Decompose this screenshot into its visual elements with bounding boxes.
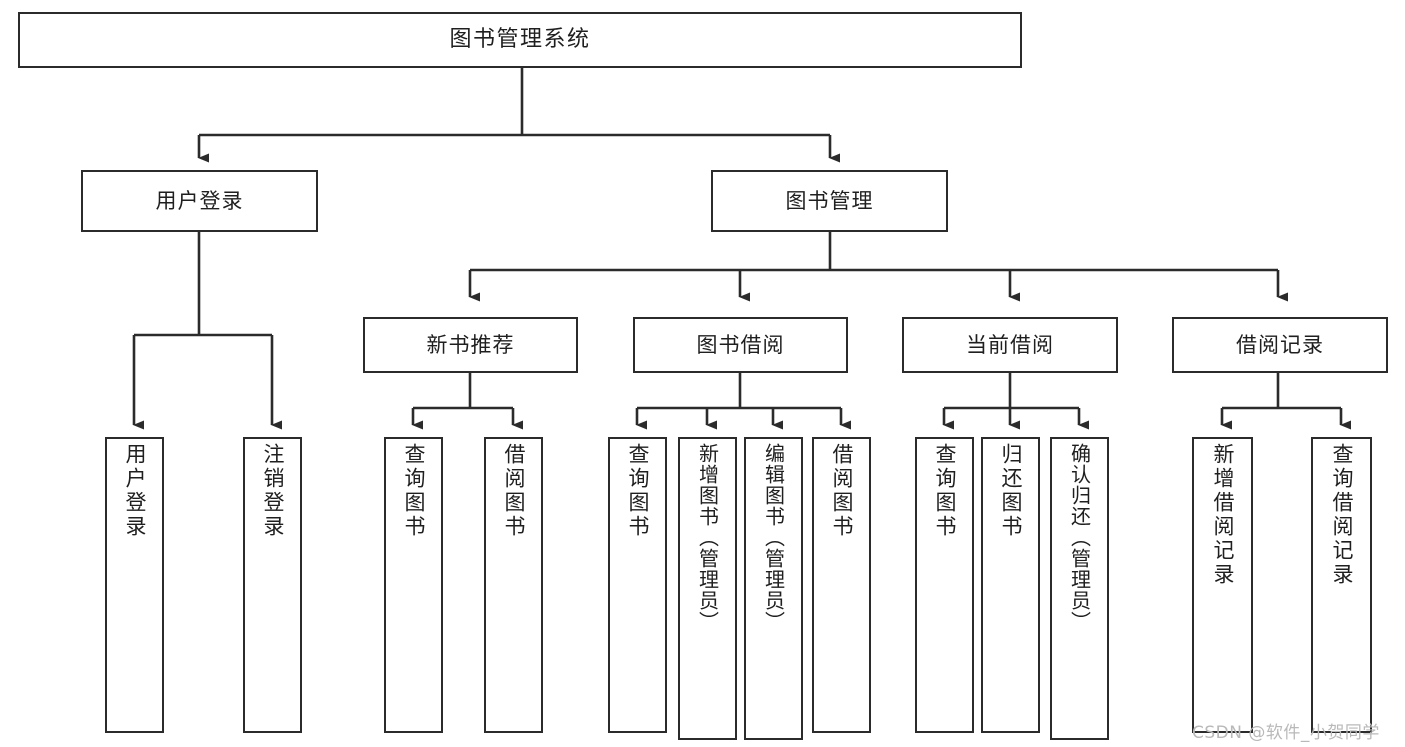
leaf-query-book-recommend[interactable]: 查询图书	[384, 437, 443, 733]
node-label: 新书推荐	[426, 332, 515, 357]
node-book-management-system[interactable]: 图书管理系统	[18, 12, 1022, 68]
leaf-edit-book-admin[interactable]: 编辑图书（管理员）	[744, 437, 803, 740]
leaf-query-book-borrow[interactable]: 查询图书	[608, 437, 667, 733]
leaf-add-book-admin[interactable]: 新增图书（管理员）	[678, 437, 737, 740]
node-book-borrow[interactable]: 图书借阅	[633, 317, 848, 373]
leaf-query-book-current[interactable]: 查询图书	[915, 437, 974, 733]
leaf-confirm-return-admin[interactable]: 确认归还（管理员）	[1050, 437, 1109, 740]
node-label: 图书借阅	[696, 332, 785, 357]
node-borrow-record[interactable]: 借阅记录	[1172, 317, 1388, 373]
node-label: 编辑图书（管理员）	[761, 443, 786, 632]
node-user-login[interactable]: 用户登录	[81, 170, 318, 232]
node-label: 归还图书	[999, 443, 1023, 539]
node-label: 当前借阅	[966, 332, 1054, 357]
node-label: 借阅图书	[830, 443, 854, 539]
node-label: 查询图书	[933, 443, 957, 539]
leaf-add-borrow-record[interactable]: 新增借阅记录	[1192, 437, 1253, 733]
node-book-management[interactable]: 图书管理	[711, 170, 948, 232]
node-label: 用户登录	[155, 188, 244, 213]
leaf-query-borrow-record[interactable]: 查询借阅记录	[1311, 437, 1372, 733]
node-label: 新增借阅记录	[1211, 443, 1235, 587]
leaf-logout-login[interactable]: 注销登录	[243, 437, 302, 733]
node-label: 查询图书	[402, 443, 426, 539]
leaf-borrow-book[interactable]: 借阅图书	[812, 437, 871, 733]
node-label: 图书管理	[785, 188, 874, 213]
node-label: 注销登录	[261, 443, 285, 539]
leaf-return-book[interactable]: 归还图书	[981, 437, 1040, 733]
node-current-borrow[interactable]: 当前借阅	[902, 317, 1118, 373]
csdn-watermark: CSDN @软件_小贺同学	[1192, 723, 1380, 743]
node-label: 确认归还（管理员）	[1067, 443, 1092, 632]
node-label: 图书管理系统	[449, 27, 591, 53]
node-label: 新增图书（管理员）	[695, 443, 720, 632]
node-label: 借阅记录	[1236, 332, 1324, 357]
node-label: 查询借阅记录	[1330, 443, 1354, 587]
leaf-borrow-book-recommend[interactable]: 借阅图书	[484, 437, 543, 733]
node-label: 查询图书	[626, 443, 650, 539]
node-label: 借阅图书	[502, 443, 526, 539]
node-label: 用户登录	[123, 443, 147, 539]
leaf-user-login[interactable]: 用户登录	[105, 437, 164, 733]
node-new-book-recommend[interactable]: 新书推荐	[363, 317, 578, 373]
